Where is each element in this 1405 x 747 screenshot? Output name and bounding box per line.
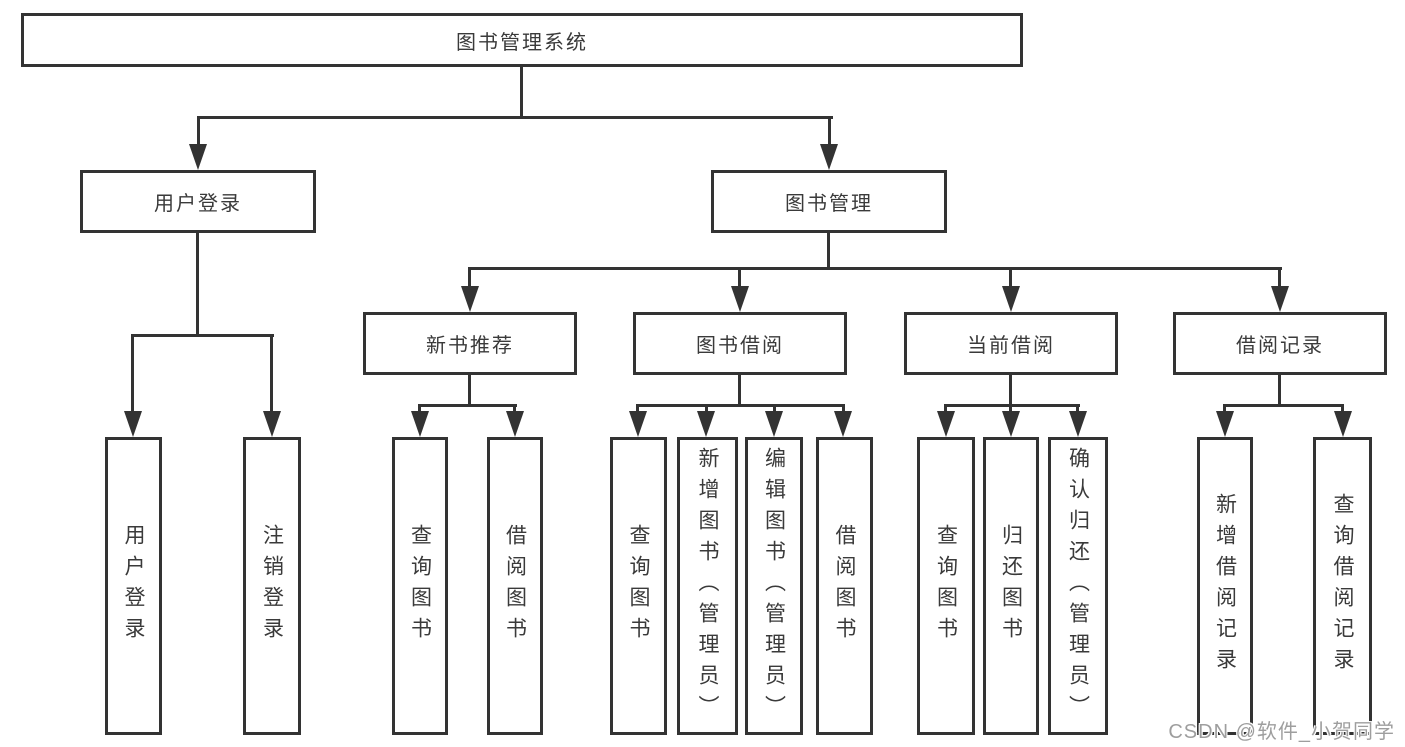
node-current-borrowing-label: 当前借阅	[967, 335, 1055, 357]
connector-line	[1278, 267, 1281, 291]
connector-line	[827, 232, 830, 270]
leaf-query-book-recommend: 查询图书	[392, 437, 448, 735]
leaf-query-borrow-record-label: 查询借阅记录	[1331, 493, 1354, 679]
connector-line	[842, 404, 845, 416]
connector-arrowhead	[1271, 286, 1289, 312]
connector-line	[520, 66, 523, 118]
node-book-management: 图书管理	[711, 170, 947, 233]
connector-line	[197, 116, 833, 119]
connector-arrowhead	[1002, 286, 1020, 312]
leaf-borrow-book-recommend: 借阅图书	[487, 437, 543, 735]
leaf-return-book-label: 归还图书	[999, 524, 1023, 648]
connector-arrowhead	[506, 411, 524, 437]
node-book-borrowing: 图书借阅	[633, 312, 847, 375]
leaf-query-book-borrowing: 查询图书	[610, 437, 667, 735]
connector-line	[1223, 404, 1226, 416]
connector-line	[705, 404, 708, 416]
leaf-edit-book-admin: 编辑图书（管理员）	[745, 437, 803, 735]
leaf-query-book-borrowing-label: 查询图书	[627, 524, 650, 648]
connector-line	[131, 334, 134, 414]
leaf-edit-book-admin-label: 编辑图书（管理员）	[762, 446, 786, 726]
connector-arrowhead	[1002, 411, 1020, 437]
leaf-borrow-book-borrowing-label: 借阅图书	[833, 524, 856, 648]
connector-line	[944, 404, 947, 416]
leaf-add-borrow-record-label: 新增借阅记录	[1213, 493, 1237, 679]
connector-arrowhead	[731, 286, 749, 312]
connector-line	[132, 334, 274, 337]
connector-line	[738, 267, 741, 291]
node-book-management-label: 图书管理	[785, 193, 873, 215]
connector-arrowhead	[189, 144, 207, 170]
connector-arrowhead	[937, 411, 955, 437]
connector-line	[197, 116, 200, 148]
connector-line	[418, 404, 421, 416]
connector-line	[738, 374, 741, 407]
connector-line	[828, 116, 831, 148]
connector-line	[1278, 374, 1281, 407]
connector-line	[419, 404, 517, 407]
connector-line	[1009, 267, 1012, 291]
connector-arrowhead	[629, 411, 647, 437]
leaf-query-book-recommend-label: 查询图书	[408, 524, 432, 648]
connector-line	[513, 404, 516, 416]
connector-arrowhead	[834, 411, 852, 437]
leaf-borrow-book-recommend-label: 借阅图书	[503, 524, 527, 648]
leaf-query-book-current: 查询图书	[917, 437, 975, 735]
connector-arrowhead	[263, 411, 281, 437]
connector-line	[196, 232, 199, 337]
leaf-add-book-admin: 新增图书（管理员）	[677, 437, 738, 735]
connector-arrowhead	[124, 411, 142, 437]
connector-line	[468, 267, 1282, 270]
node-new-book-recommend-label: 新书推荐	[426, 335, 514, 357]
node-user-login: 用户登录	[80, 170, 316, 233]
node-borrow-records-label: 借阅记录	[1236, 335, 1324, 357]
leaf-query-borrow-record: 查询借阅记录	[1313, 437, 1372, 735]
leaf-borrow-book-borrowing: 借阅图书	[816, 437, 873, 735]
leaf-add-book-admin-label: 新增图书（管理员）	[696, 446, 719, 726]
leaf-user-login-label: 用户登录	[122, 524, 145, 648]
connector-line	[637, 404, 845, 407]
connector-arrowhead	[411, 411, 429, 437]
connector-arrowhead	[765, 411, 783, 437]
connector-line	[636, 404, 639, 416]
connector-line	[270, 334, 273, 414]
node-root-system: 图书管理系统	[21, 13, 1023, 67]
connector-arrowhead	[1216, 411, 1234, 437]
leaf-query-book-current-label: 查询图书	[934, 524, 958, 648]
node-book-borrowing-label: 图书借阅	[696, 335, 784, 357]
connector-line	[468, 374, 471, 407]
node-borrow-records: 借阅记录	[1173, 312, 1387, 375]
leaf-add-borrow-record: 新增借阅记录	[1197, 437, 1253, 735]
csdn-watermark: CSDN @软件_小贺同学	[1168, 721, 1395, 743]
connector-line	[1076, 404, 1079, 416]
leaf-user-login: 用户登录	[105, 437, 162, 735]
connector-arrowhead	[697, 411, 715, 437]
node-user-login-label: 用户登录	[154, 193, 242, 215]
leaf-logout-label: 注销登录	[260, 524, 284, 648]
connector-arrowhead	[1334, 411, 1352, 437]
node-root-label: 图书管理系统	[456, 31, 588, 54]
connector-line	[1224, 404, 1344, 407]
leaf-confirm-return-admin: 确认归还（管理员）	[1048, 437, 1108, 735]
node-current-borrowing: 当前借阅	[904, 312, 1118, 375]
leaf-return-book: 归还图书	[983, 437, 1039, 735]
connector-line	[773, 404, 776, 416]
leaf-logout: 注销登录	[243, 437, 301, 735]
node-new-book-recommend: 新书推荐	[363, 312, 577, 375]
connector-arrowhead	[1069, 411, 1087, 437]
connector-arrowhead	[820, 144, 838, 170]
connector-line	[1009, 404, 1012, 416]
connector-line	[1009, 374, 1012, 407]
connector-line	[468, 267, 471, 291]
connector-line	[1341, 404, 1344, 416]
connector-line	[945, 404, 1080, 407]
connector-arrowhead	[461, 286, 479, 312]
leaf-confirm-return-admin-label: 确认归还（管理员）	[1066, 446, 1090, 726]
